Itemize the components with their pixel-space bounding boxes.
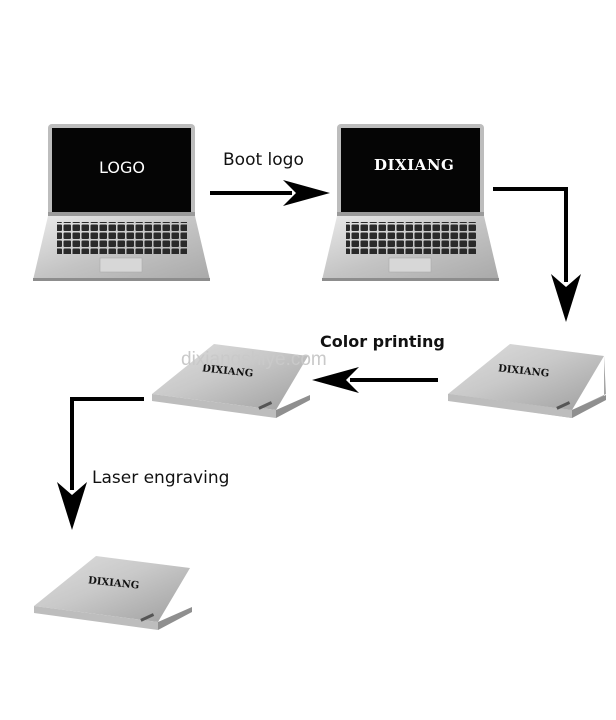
laptop-closed-bottom: [34, 556, 192, 630]
laptop-closed-right: [448, 344, 606, 418]
laptop-lid: [152, 344, 308, 410]
laptop-open-logo: [33, 124, 210, 281]
laptop-keyboard: [346, 222, 476, 254]
laptop-open-brand: [322, 124, 499, 281]
step-label-color-printing: Color printing: [320, 332, 445, 351]
laptop-screen: [341, 128, 480, 212]
arrow-color-printing: [312, 367, 438, 393]
arrow-laser-engraving: [57, 397, 144, 530]
laptop-closed-middle: [152, 344, 310, 418]
watermark: dixiangshiye.com: [181, 349, 327, 370]
step-label-laser-engraving: Laser engraving: [92, 468, 230, 488]
laptop-keyboard: [57, 222, 187, 254]
screen-logo-placeholder: LOGO: [99, 158, 145, 177]
arrow-elbow-down: [493, 187, 581, 322]
screen-brand-text: DIXIANG: [374, 156, 455, 174]
step-label-boot-logo: Boot logo: [223, 150, 304, 170]
laptop-lid: [448, 344, 604, 410]
laptop-screen: [52, 128, 191, 212]
arrow-boot-logo: [210, 180, 330, 206]
laptop-lid: [34, 556, 190, 622]
